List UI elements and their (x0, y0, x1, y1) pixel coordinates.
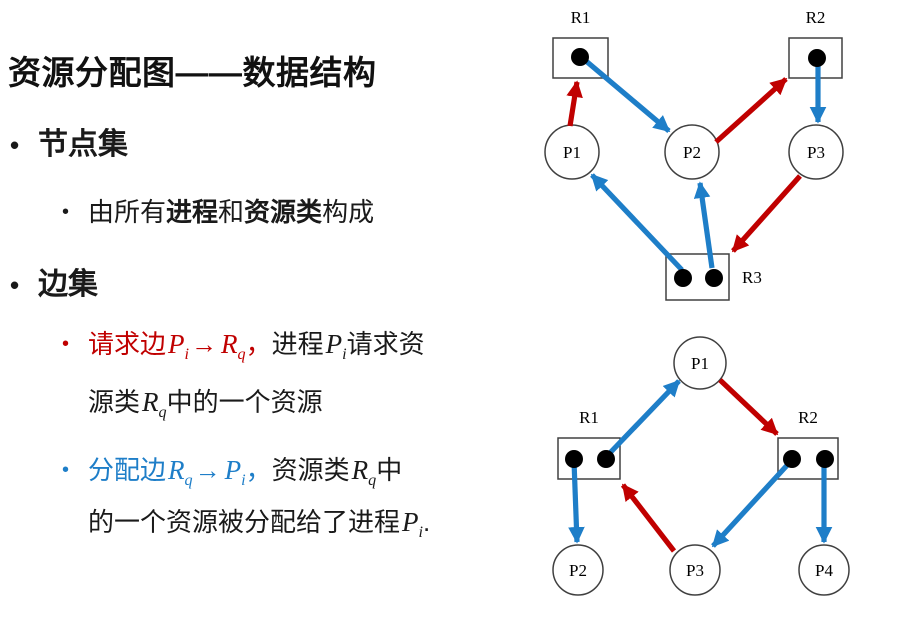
math-sub-i: i (184, 346, 190, 364)
bullet-allocation-edge: • 分配边Rq→Pi，资源类Rq中 (62, 454, 403, 490)
node-r3-instance-dot (705, 269, 723, 287)
node-r1-label: R1 (571, 8, 591, 27)
node-r1-instance-dot (597, 450, 615, 468)
allocation-edge-text-line2: 的一个资源被分配给了进程Pi. (88, 506, 431, 542)
bullet-edge-set: • 边集 (10, 266, 98, 304)
math-sub-i: i (241, 472, 246, 490)
bullet-node-set: • 节点集 (10, 126, 128, 164)
text-segment-bold: 进程 (166, 197, 219, 227)
node-r3-label: R3 (742, 268, 762, 287)
text-segment: 请求资 (346, 329, 425, 359)
arrow-glyph: → (194, 455, 221, 485)
edge-p3-r3-request (731, 174, 802, 253)
bullet-icon: • (10, 130, 20, 160)
node-p4-circle (798, 544, 850, 596)
node-p3-circle (788, 124, 844, 180)
math-P: P (325, 329, 343, 359)
math-P: P (224, 455, 242, 485)
text-segment: ， (245, 329, 272, 359)
math-sub-q: q (184, 472, 193, 490)
math-sub-i: i (418, 524, 424, 542)
edge-p1-r2-request (718, 378, 779, 436)
math-sub-i: i (342, 346, 347, 364)
text-segment: 进程 (271, 329, 324, 359)
node-r2-label: R2 (806, 8, 826, 27)
node-r2-label: R2 (798, 408, 818, 427)
text-segment: 源类 (88, 387, 141, 417)
math-sub-q: q (237, 346, 246, 364)
text-segment: 的一个资源被分配给了进程 (88, 507, 401, 537)
node-r1-instance-dot (571, 48, 589, 66)
text-segment: 由所有 (88, 197, 167, 227)
math-R: R (221, 329, 238, 359)
node-p2-label: P2 (683, 143, 701, 162)
bullet-request-edge: • 请求边Pi→Rq，进程Pi请求资 (62, 328, 425, 364)
edge-p2-r2-request (714, 77, 788, 144)
bullet-icon: • (10, 270, 20, 300)
text-segment: 中的一个资源 (166, 387, 323, 417)
edge-r2-p3-allocation (711, 459, 793, 548)
edge-set-label: 边集 (38, 268, 98, 301)
edge-r3-p1-allocation (590, 173, 684, 272)
node-r1-instance-dot (565, 450, 583, 468)
edge-r1-p2-allocation (584, 59, 671, 133)
text-segment: 资源类 (271, 455, 350, 485)
node-set-sub-text: 由所有进程和资源类构成 (88, 196, 374, 229)
node-r2-instance-dot (816, 450, 834, 468)
node-p1-label: P1 (691, 354, 709, 373)
node-p2-circle (664, 124, 720, 180)
text-segment: . (423, 507, 431, 537)
math-P: P (168, 329, 185, 359)
node-p2-circle (552, 544, 604, 596)
bullet-icon: • (62, 459, 70, 481)
request-edge-text-line1: 请求边Pi→Rq，进程Pi请求资 (88, 328, 425, 364)
text-segment-bold: 资源类 (244, 197, 323, 227)
math-R: R (351, 455, 369, 485)
text-segment: 中 (376, 455, 403, 485)
node-r1-label: R1 (579, 408, 599, 427)
math-R: R (142, 387, 159, 417)
edge-p1-r1-request (566, 80, 583, 127)
node-r2-instance-dot (783, 450, 801, 468)
allocation-edge-text-line1: 分配边Rq→Pi，资源类Rq中 (88, 454, 403, 490)
edge-r1-p2-allocation (568, 460, 585, 544)
edge-p3-r1-request (620, 483, 677, 553)
math-sub-q: q (368, 472, 377, 490)
allocation-edge-term: 分配边Rq→Pi， (88, 455, 272, 489)
bullet-icon: • (62, 201, 70, 223)
node-p3-label: P3 (807, 143, 825, 162)
node-p3-circle (669, 544, 721, 596)
node-p1-label: P1 (563, 143, 581, 162)
edge-r1-p1-allocation (605, 379, 681, 458)
slide-title: 资源分配图——数据结构 (8, 54, 377, 91)
math-R: R (168, 455, 185, 485)
node-p4-label: P4 (815, 561, 833, 580)
text-segment: 和 (218, 197, 245, 227)
node-p3-label: P3 (686, 561, 704, 580)
node-r3-instance-dot (674, 269, 692, 287)
request-edge-term: 请求边Pi→Rq， (88, 329, 272, 363)
math-sub-q: q (158, 404, 167, 422)
request-edge-text-line2: 源类Rq中的一个资源 (88, 386, 323, 422)
text-segment: ， (245, 455, 272, 485)
node-r2-instance-dot (808, 49, 826, 67)
text-segment: 分配边 (88, 455, 167, 485)
text-segment: 构成 (322, 197, 375, 227)
node-p2-label: P2 (569, 561, 587, 580)
bullet-node-set-sub: • 由所有进程和资源类构成 (62, 196, 374, 229)
bullet-icon: • (62, 333, 70, 355)
arrow-glyph: → (191, 329, 218, 359)
math-P: P (402, 507, 419, 537)
node-set-label: 节点集 (38, 128, 128, 161)
edge-r3-p2-allocation (693, 181, 715, 269)
text-segment: 请求边 (88, 329, 167, 359)
node-p1-circle (673, 336, 727, 390)
